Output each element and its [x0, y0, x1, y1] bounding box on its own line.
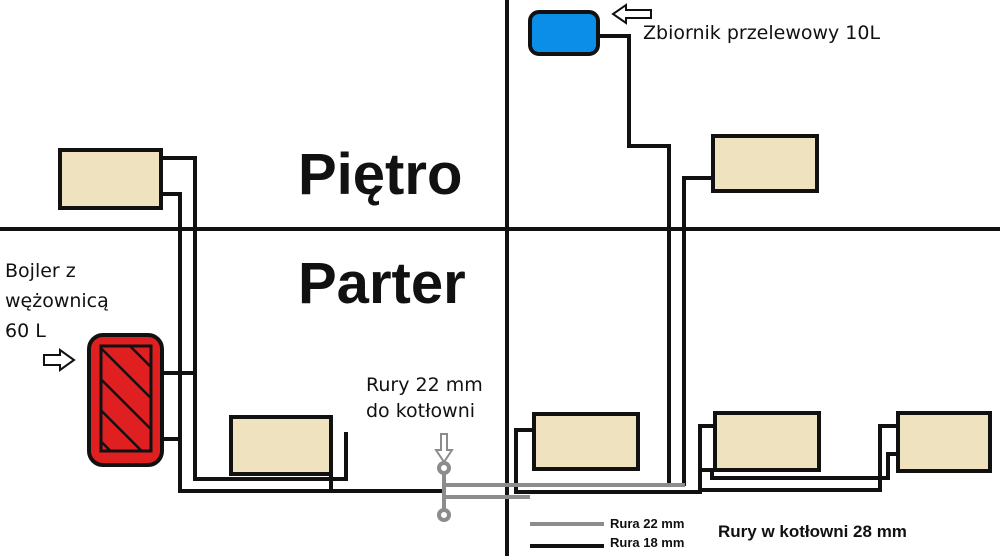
boiler-label-line2: wężownicą	[5, 290, 109, 312]
legend-label-22mm: Rura 22 mm	[610, 516, 685, 531]
radiators	[58, 134, 992, 476]
radiator-upper-left	[58, 148, 163, 210]
radiator-ground-right-2	[896, 411, 992, 473]
boiler-room-label: Rury w kotłowni 28 mm	[718, 522, 907, 541]
tank-label: Zbiornik przelewowy 10L	[643, 22, 881, 44]
legend-label-18mm: Rura 18 mm	[610, 535, 685, 550]
pipe-right-ground-radiator-1	[685, 424, 715, 494]
connection-arrow-icon	[434, 433, 454, 464]
pipe-middle-radiator	[514, 428, 685, 494]
pipe-overflow-tank	[597, 34, 671, 486]
boiler-label: Bojler z wężownicą 60 L	[5, 258, 109, 344]
pipe-left-riser-outer	[161, 156, 348, 481]
radiator-ground-left	[229, 415, 333, 476]
pipes-22mm	[434, 433, 685, 522]
boiler-coil	[99, 344, 153, 453]
boiler-label-line1: Bojler z	[5, 260, 76, 282]
pipe-22-end-bottom	[437, 508, 451, 522]
boiler	[87, 333, 164, 467]
boiler-label-line3: 60 L	[5, 320, 46, 342]
pipe-right-upper-radiator	[682, 176, 713, 486]
connection-label-line2: do kotłowni	[366, 400, 476, 422]
boiler-arrow-icon	[43, 348, 76, 372]
pipe-right-ground-radiator-2	[700, 424, 898, 492]
radiator-ground-middle	[532, 412, 640, 471]
connection-label-line1: Rury 22 mm	[366, 374, 483, 396]
pipe-22-end-top	[437, 461, 451, 475]
connection-label: Rury 22 mm do kotłowni	[366, 372, 483, 424]
radiator-ground-right-1	[713, 411, 821, 472]
pipe-left-riser-inner	[161, 192, 444, 493]
floor-label-ground: Parter	[298, 251, 466, 316]
pipe-right-ground-radiator-2b	[700, 452, 898, 480]
floor-label-upper: Piętro	[298, 142, 463, 207]
radiator-upper-right	[711, 134, 819, 193]
tank-arrow-icon	[611, 3, 652, 25]
overflow-tank	[528, 10, 600, 56]
